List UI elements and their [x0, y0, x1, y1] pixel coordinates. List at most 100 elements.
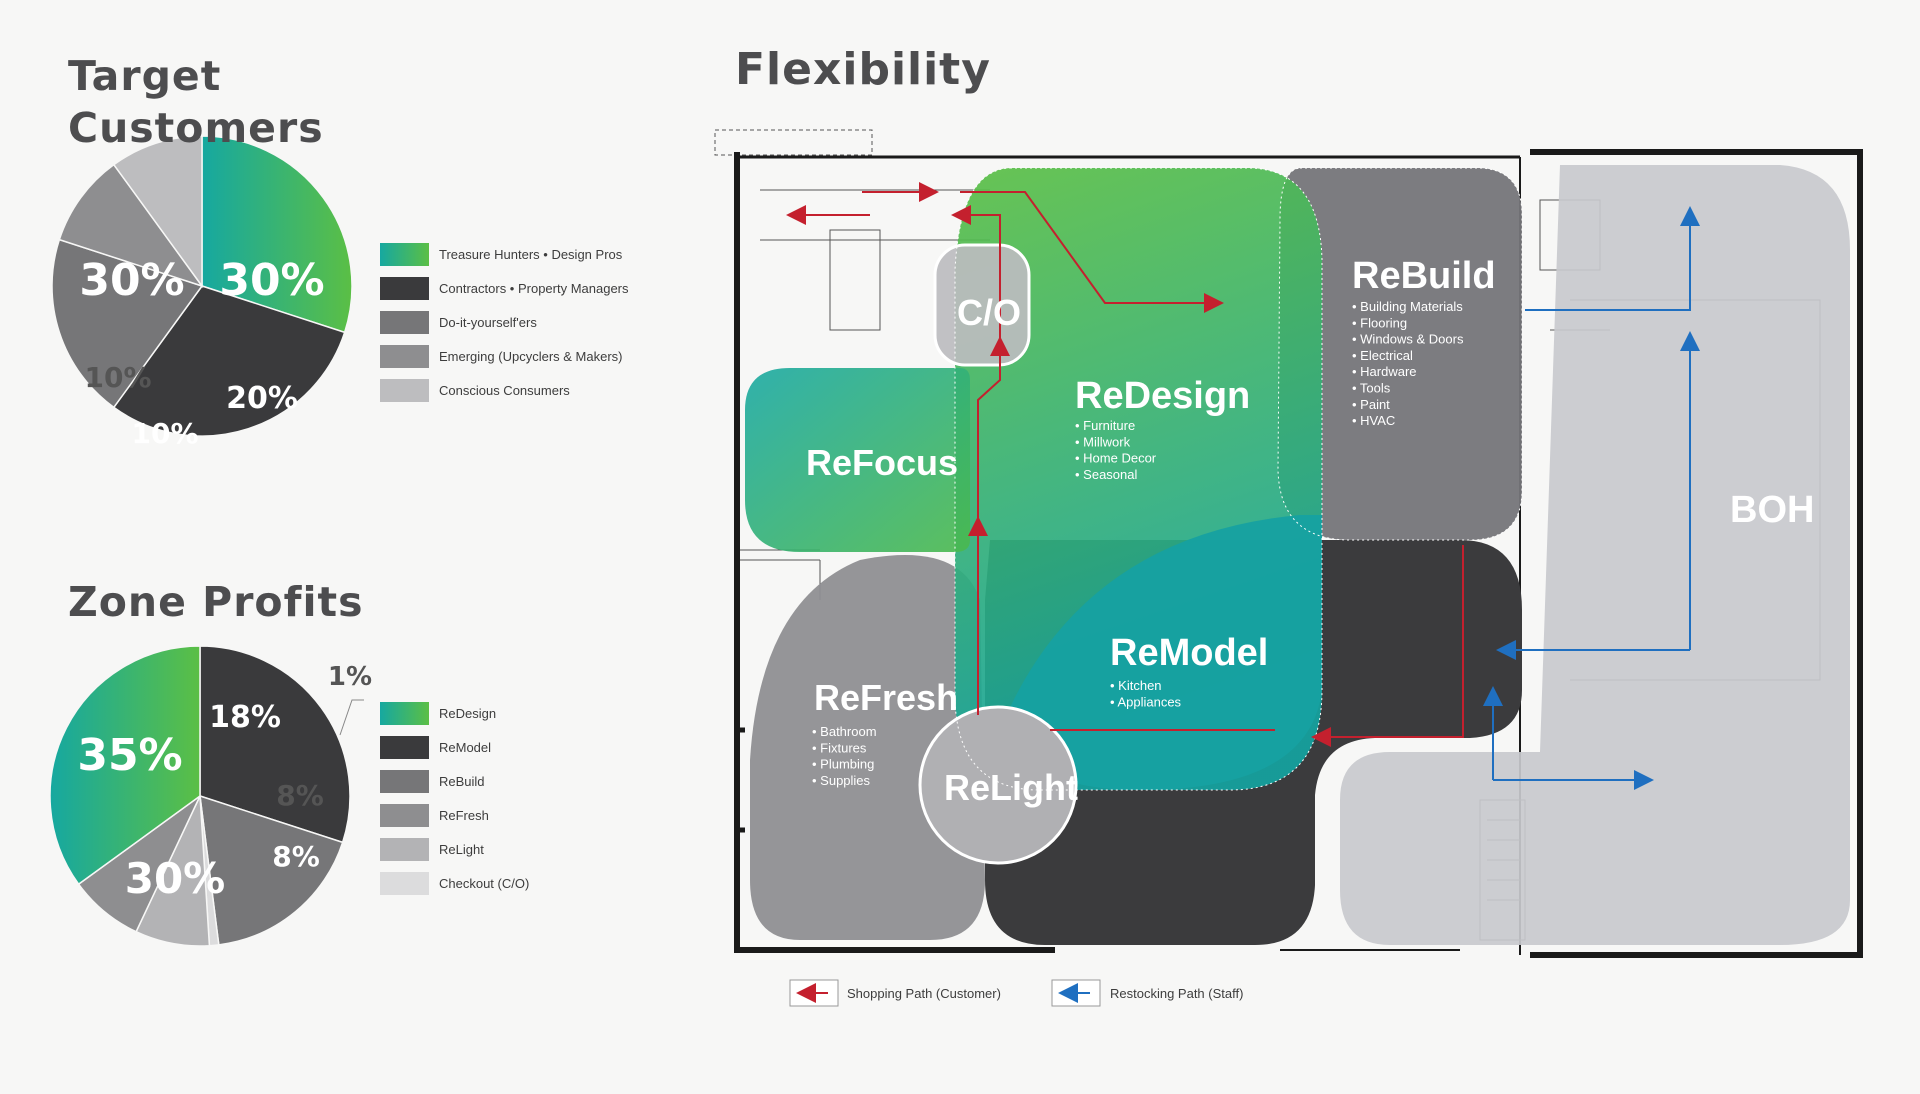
pie-label: 35%	[77, 730, 182, 781]
zone-label-refocus: ReFocus	[806, 442, 958, 483]
legend-swatch	[380, 243, 429, 266]
zone-item: • HVAC	[1352, 413, 1395, 428]
zone-item: • Building Materials	[1352, 299, 1463, 314]
target-customers-title-line2: Customers	[68, 104, 324, 152]
pie-label: 18%	[209, 700, 281, 735]
zone-relight	[918, 705, 1078, 865]
pie-label: 1%	[328, 662, 372, 692]
legend-label: Do-it-yourself'ers	[439, 315, 537, 330]
pie-slice-remodel	[199, 645, 351, 844]
pie-slice-contractors-property-managers	[112, 285, 346, 437]
pie-label: 10%	[131, 417, 198, 450]
target-customers-title-line1: Target	[68, 52, 222, 100]
zone-checkout	[933, 243, 1031, 367]
legend-label: Conscious Consumers	[439, 383, 570, 398]
zone-item: • Supplies	[812, 773, 871, 788]
zone-label-remodel: ReModel	[1110, 632, 1268, 674]
zone-item: • Appliances	[1110, 694, 1182, 709]
plan-legend	[789, 979, 1101, 1007]
zone-label-checkout: C/O	[957, 292, 1021, 333]
legend-item: ReLight	[380, 838, 484, 861]
zone-item: • Tools	[1352, 381, 1391, 396]
legend-swatch	[380, 277, 429, 300]
zone-item: • Flooring	[1352, 315, 1407, 330]
zone-item: • Electrical	[1352, 348, 1413, 363]
pie-slice-rebuild	[199, 794, 344, 946]
legend-swatch	[380, 872, 429, 895]
target-customers-pie: 30% 30% 20% 10% 10%	[51, 135, 353, 450]
pie-slice-do-it-yourself-ers	[58, 163, 204, 288]
legend-label: ReModel	[439, 740, 492, 755]
legend-item: Contractors • Property Managers	[380, 277, 629, 300]
legend-item: Conscious Consumers	[380, 379, 570, 402]
zone-item: • Seasonal	[1075, 467, 1137, 482]
legend-label: Emerging (Upcyclers & Makers)	[439, 349, 623, 364]
zone-label-redesign: ReDesign	[1075, 375, 1250, 417]
legend-swatch	[380, 770, 429, 793]
pie-label: 30%	[219, 255, 324, 306]
pie-label: 30%	[79, 255, 184, 306]
legend-item: ReFresh	[380, 804, 489, 827]
legend-swatch	[380, 345, 429, 368]
pie-leader-line	[339, 699, 364, 736]
zone-item: • Home Decor	[1075, 451, 1157, 466]
pie-label: 10%	[84, 361, 151, 394]
zone-item: • Millwork	[1075, 434, 1131, 449]
legend-swatch	[380, 804, 429, 827]
legend-label: Treasure Hunters • Design Pros	[439, 247, 623, 262]
pie-slice-redesign	[49, 645, 201, 886]
legend-label: ReFresh	[439, 808, 489, 823]
zone-item: • Paint	[1352, 397, 1390, 412]
zone-boh	[1340, 165, 1850, 945]
legend-item: Checkout (C/O)	[380, 872, 529, 895]
restocking-path	[1483, 206, 1700, 790]
zone-item: • Fixtures	[812, 740, 867, 755]
legend-label: Checkout (C/O)	[439, 876, 530, 891]
zone-rebuild	[1278, 168, 1522, 540]
legend-item: Emerging (Upcyclers & Makers)	[380, 345, 623, 368]
legend-swatch	[380, 736, 429, 759]
zone-refocus	[745, 368, 970, 552]
zone-item: • Plumbing	[812, 757, 874, 772]
zone-item: • Bathroom	[812, 724, 877, 739]
plan-wall-west	[734, 152, 1055, 953]
legend-item: ReDesign	[380, 702, 496, 725]
shopping-path	[786, 182, 1464, 747]
pie-label: 20%	[226, 381, 298, 416]
zone-item: • Kitchen	[1110, 678, 1162, 693]
zone-labels: ReDesign• Furniture• Millwork • Home Deco…	[806, 255, 1814, 808]
legend-label: ReLight	[439, 842, 484, 857]
legend-item: ReModel	[380, 736, 491, 759]
shopping-path-legend-label: Shopping Path (Customer)	[847, 986, 1001, 1001]
pie-label: 8%	[276, 779, 324, 812]
zone-item: • Windows & Doors	[1352, 332, 1464, 347]
legend-item: ReBuild	[380, 770, 485, 793]
pie-slice-treasure-hunters-design-pros	[201, 135, 353, 334]
legend-swatch	[380, 379, 429, 402]
legend-swatch	[380, 311, 429, 334]
pie-slice-emerging-upcyclers-makers	[51, 238, 204, 409]
pie-label: 8%	[272, 840, 320, 873]
legend-item: Do-it-yourself'ers	[380, 311, 537, 334]
target-customers-title: Target Customers	[68, 50, 324, 154]
plan-dashed-outline	[714, 129, 873, 156]
flexibility-title: Flexibility	[735, 44, 991, 95]
pie-slice-conscious-consumers	[112, 135, 203, 289]
zone-label-boh: BOH	[1730, 489, 1814, 531]
legend-label: Contractors • Property Managers	[439, 281, 629, 296]
zone-refresh	[750, 555, 985, 940]
zone-remodel	[1000, 515, 1322, 790]
pie-label: 30%	[125, 854, 226, 903]
legend-swatch	[380, 702, 429, 725]
plan-wall-boh	[1530, 149, 1863, 958]
zone-item: • Hardware	[1352, 364, 1417, 379]
legend-swatch	[380, 838, 429, 861]
legend-label: ReBuild	[439, 774, 485, 789]
restocking-path-legend-label: Restocking Path (Staff)	[1110, 986, 1244, 1001]
zone-item: • Furniture	[1075, 418, 1135, 433]
legend-item: Treasure Hunters • Design Pros	[380, 243, 622, 266]
zone-outlines	[954, 167, 1523, 791]
zone-profits-pie: 30% 18% 1% 8% 8% 35%	[49, 645, 372, 947]
legend-label: ReDesign	[439, 706, 497, 721]
